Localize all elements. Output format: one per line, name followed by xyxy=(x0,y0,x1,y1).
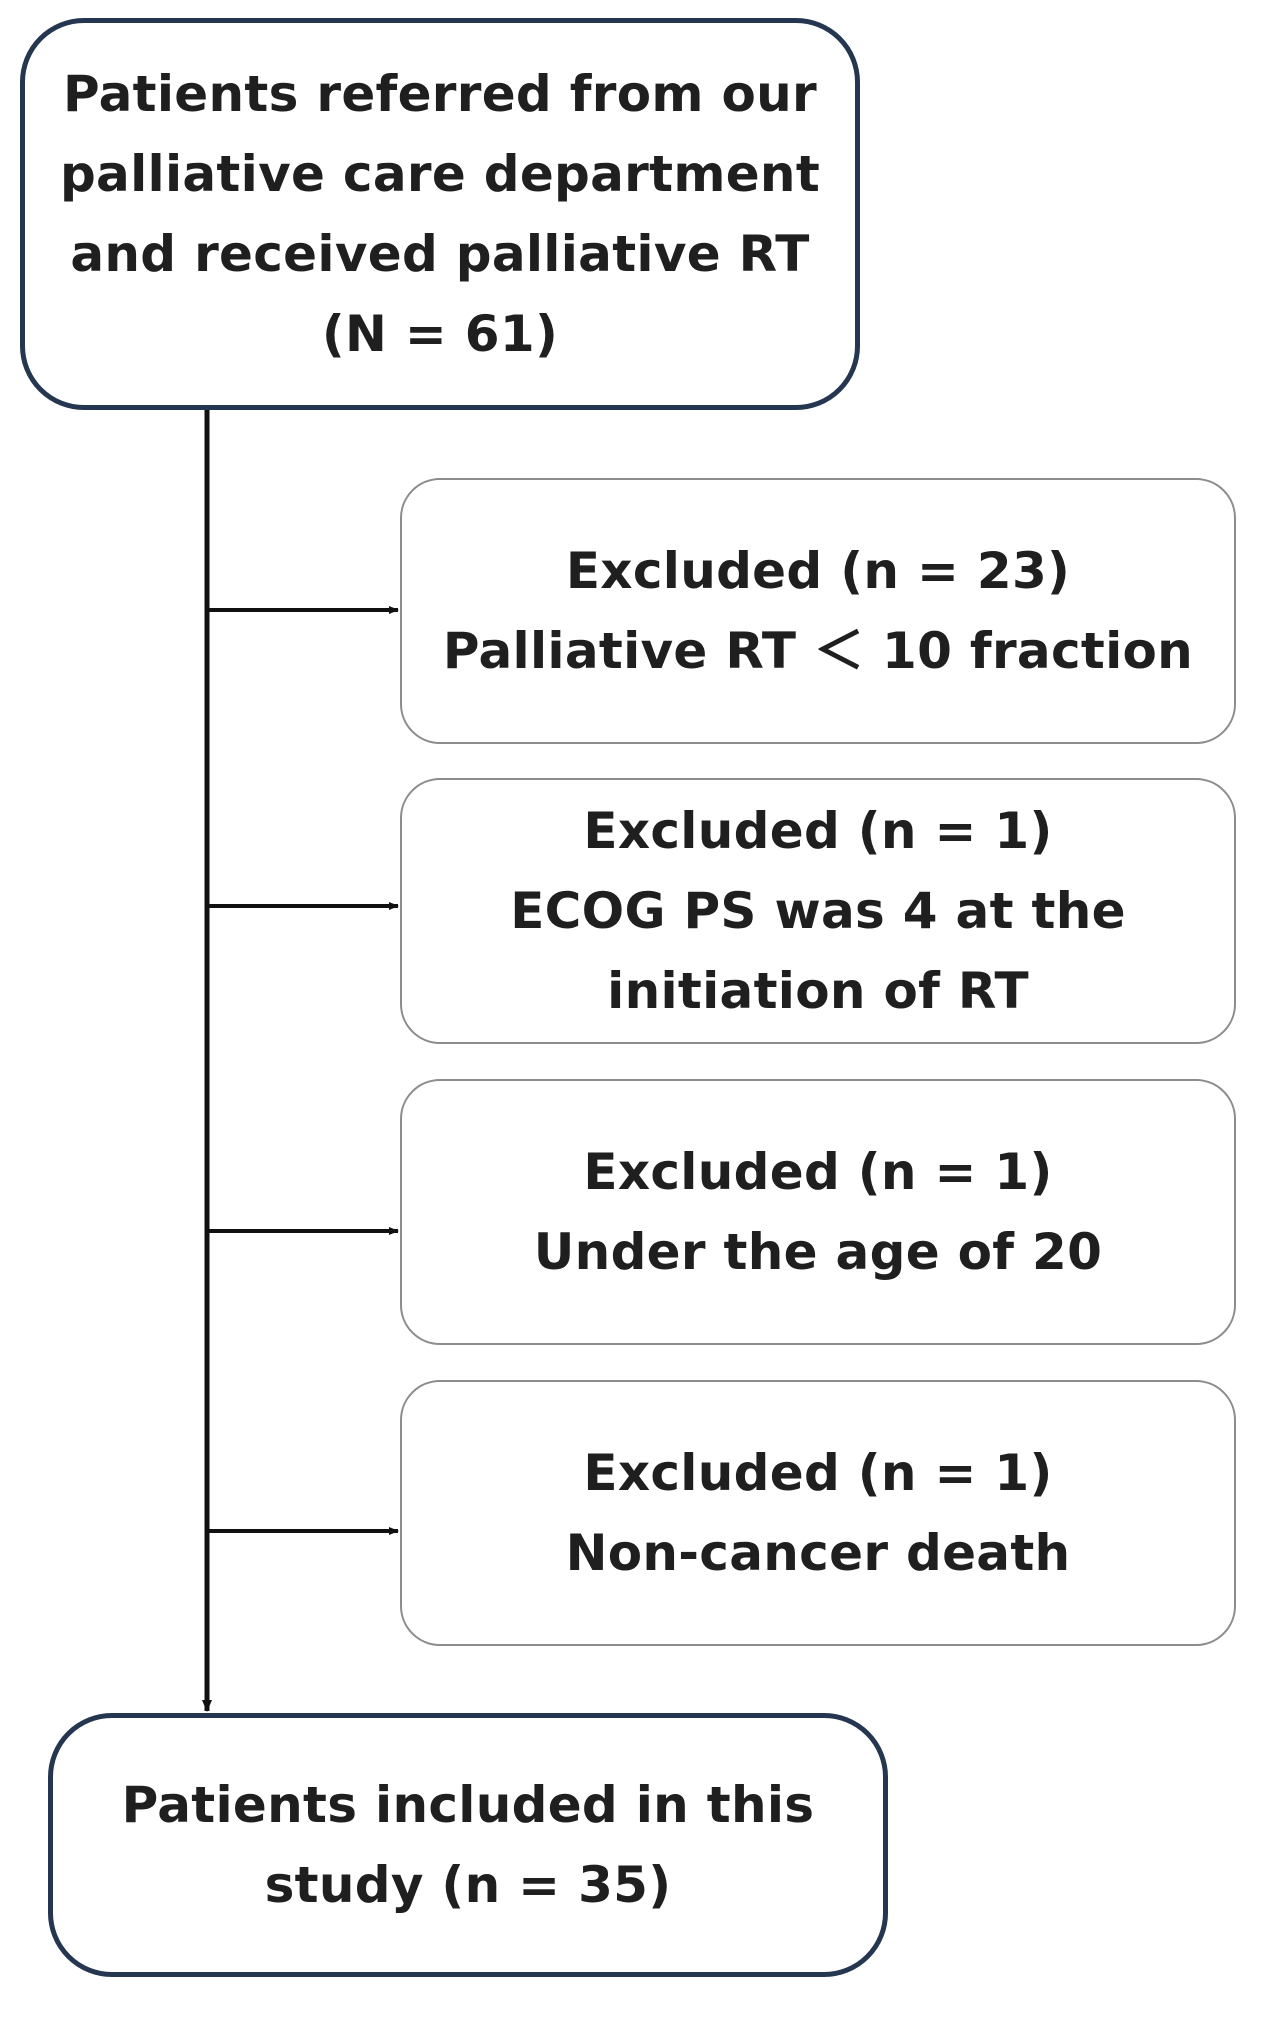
referred-patients-count: (N = 61) xyxy=(321,305,559,363)
included-patients-count: study (n = 35) xyxy=(264,1856,672,1914)
referred-patients-line-2: palliative care department xyxy=(59,145,821,203)
exclusion-reason: Under the age of 20 xyxy=(533,1223,1103,1281)
referred-patients-box: Patients referred from our palliative ca… xyxy=(20,18,860,410)
exclusion-count: Excluded (n = 1) xyxy=(583,802,1053,860)
exclusion-box-age: Excluded (n = 1) Under the age of 20 xyxy=(400,1079,1236,1345)
exclusion-box-fraction: Excluded (n = 23) Palliative RT ＜ 10 fra… xyxy=(400,478,1236,744)
referred-patients-line-1: Patients referred from our xyxy=(63,65,817,123)
exclusion-reason: ECOG PS was 4 at the xyxy=(510,882,1126,940)
exclusion-reason: Palliative RT ＜ 10 fraction xyxy=(442,622,1194,680)
exclusion-count: Excluded (n = 1) xyxy=(583,1444,1053,1502)
exclusion-box-non-cancer-death: Excluded (n = 1) Non-cancer death xyxy=(400,1380,1236,1646)
exclusion-count: Excluded (n = 23) xyxy=(565,542,1071,600)
included-patients-box: Patients included in this study (n = 35) xyxy=(48,1713,888,1977)
exclusion-count: Excluded (n = 1) xyxy=(583,1143,1053,1201)
exclusion-reason: Non-cancer death xyxy=(565,1524,1071,1582)
referred-patients-line-3: and received palliative RT xyxy=(70,225,810,283)
exclusion-reason-continued: initiation of RT xyxy=(607,962,1029,1020)
exclusion-box-ecog: Excluded (n = 1) ECOG PS was 4 at the in… xyxy=(400,778,1236,1044)
included-patients-line-1: Patients included in this xyxy=(121,1776,815,1834)
